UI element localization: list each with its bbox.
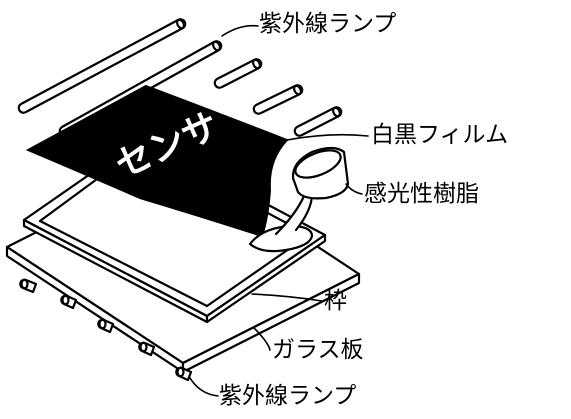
uv-lamp-lower-4	[138, 341, 156, 357]
uv-lamp-lower-2	[60, 294, 78, 310]
frame-label: 枠	[324, 288, 347, 314]
uv-lamp-upper-short-3	[293, 106, 343, 137]
uv-lamp-lower-1	[19, 278, 38, 294]
uv-lamp-bottom-label: 紫外線ランプ	[219, 383, 357, 409]
resin-container	[291, 146, 350, 200]
bw-film-label: 白黒フィルム	[371, 122, 509, 148]
uv-lamp-bottom-leader	[189, 377, 219, 397]
uv-lamp-lower-3	[97, 318, 115, 334]
glass-plate-label: ガラス板	[272, 337, 364, 363]
resin-puddle	[248, 192, 314, 253]
bw-film-leader	[286, 133, 369, 141]
photoresin-leader	[345, 183, 363, 195]
bw-film	[25, 84, 289, 238]
frame-leader	[251, 293, 323, 302]
uv-lamp-top-leader	[221, 24, 259, 37]
uv-lamp-lower-5	[175, 366, 193, 382]
photoresin-label: 感光性樹脂	[364, 181, 479, 207]
uv-lamp-top-label: 紫外線ランプ	[259, 11, 397, 37]
glass-plate-leader	[253, 327, 271, 351]
uv-lamp-upper-short-1	[213, 58, 263, 89]
uv-lamp-upper-long-1	[17, 18, 187, 114]
uv-lamp-upper-short-2	[252, 84, 304, 115]
